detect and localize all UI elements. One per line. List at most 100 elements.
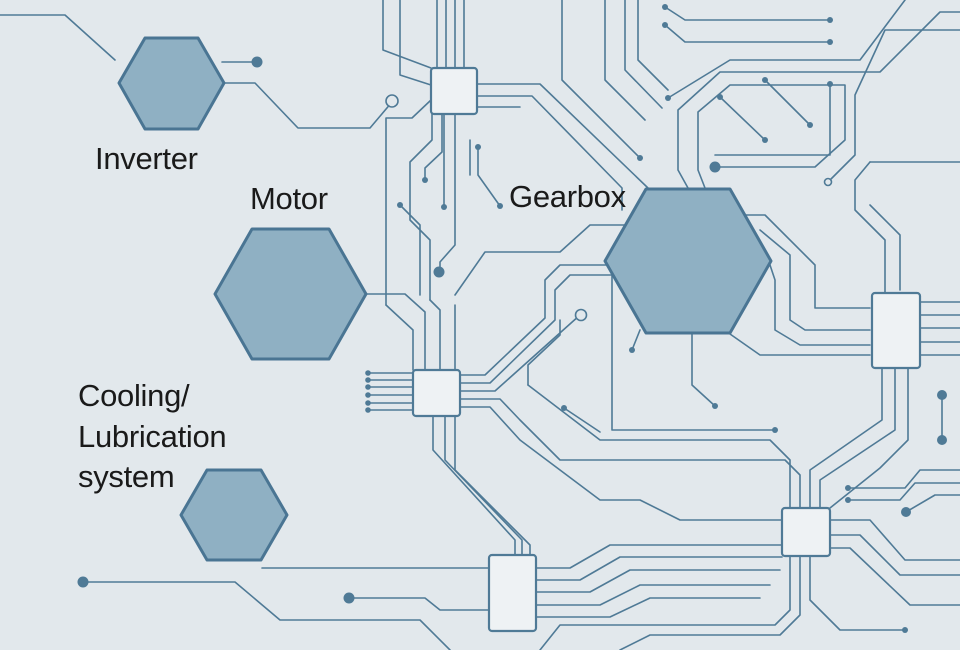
trace <box>348 597 491 611</box>
trace <box>432 414 516 556</box>
trace <box>829 547 960 606</box>
trace <box>764 79 811 126</box>
terminal-dot <box>772 427 778 433</box>
trace <box>561 0 641 159</box>
cooling-label-line3: system <box>78 459 175 494</box>
motor-hexagon <box>213 227 368 361</box>
trace <box>382 0 432 69</box>
cooling-lubrication-hexagon <box>179 468 289 562</box>
trace <box>847 469 960 489</box>
trace <box>819 367 896 509</box>
trace <box>604 0 646 121</box>
terminal-dot <box>251 56 263 68</box>
trace <box>854 161 886 293</box>
trace <box>631 329 641 351</box>
terminal-dot <box>665 95 671 101</box>
terminal-dot <box>827 81 833 87</box>
trace <box>847 482 960 501</box>
trace <box>527 384 791 509</box>
trace <box>809 367 883 509</box>
gearbox-label: Gearbox <box>509 179 626 214</box>
trace <box>399 0 432 86</box>
trace <box>624 0 663 109</box>
motor-label: Motor <box>250 181 328 216</box>
chip-lower-right <box>780 506 832 558</box>
trace <box>82 581 451 650</box>
trace <box>611 274 776 431</box>
terminal-dot <box>561 405 567 411</box>
trace <box>444 414 523 556</box>
terminal-dot <box>762 77 768 83</box>
terminal-dot <box>901 507 911 517</box>
trace <box>424 113 443 181</box>
terminal-dot <box>845 485 851 491</box>
terminal-dot <box>902 627 908 633</box>
trace <box>759 229 871 331</box>
trace <box>477 146 501 207</box>
trace <box>527 319 561 386</box>
chips <box>411 66 922 633</box>
trace <box>429 299 441 371</box>
inverter-hexagon <box>117 36 226 131</box>
trace <box>459 264 616 376</box>
cooling-label-line1: Cooling/ <box>78 378 190 413</box>
trace <box>729 333 871 356</box>
trace <box>454 414 531 556</box>
terminal-dot <box>709 161 721 173</box>
terminal-dot <box>762 137 768 143</box>
terminal-dot <box>343 592 355 604</box>
trace <box>534 569 781 593</box>
terminal-dot <box>629 347 635 353</box>
terminal-dot <box>365 407 371 413</box>
terminal-dot <box>433 266 445 278</box>
trace <box>719 96 766 141</box>
terminal-dot <box>441 204 447 210</box>
chip-top <box>429 66 479 116</box>
trace-terminals <box>77 4 947 633</box>
trace <box>476 83 649 189</box>
trace <box>714 83 831 156</box>
trace <box>667 0 906 99</box>
terminal-dot <box>397 202 403 208</box>
terminal-ring <box>385 94 399 108</box>
terminal-dot <box>637 155 643 161</box>
trace <box>385 304 414 371</box>
cooling-label-line2: Lubrication <box>78 419 227 454</box>
trace <box>534 544 783 569</box>
terminal-dot <box>365 377 371 383</box>
trace <box>905 494 960 513</box>
trace <box>827 29 960 183</box>
trace <box>534 556 783 581</box>
trace <box>459 314 581 392</box>
component-hexagons <box>117 36 773 562</box>
trace <box>534 597 761 618</box>
terminal-ring <box>574 308 588 322</box>
terminal-ring <box>823 177 833 187</box>
trace <box>399 204 421 296</box>
gearbox-hexagon <box>603 187 773 335</box>
terminal-dot <box>662 4 668 10</box>
terminal-dot <box>365 392 371 398</box>
terminal-dot <box>937 390 947 400</box>
trace <box>0 14 116 61</box>
trace <box>677 11 960 189</box>
trace <box>829 534 960 576</box>
terminal-dot <box>807 122 813 128</box>
trace <box>697 84 846 189</box>
inverter-label: Inverter <box>95 141 198 176</box>
trace <box>409 113 433 301</box>
terminal-dot <box>845 497 851 503</box>
terminal-dot <box>365 384 371 390</box>
trace <box>664 6 831 21</box>
trace <box>619 555 801 650</box>
trace <box>459 398 801 509</box>
terminal-dot <box>717 94 723 100</box>
chip-right <box>870 291 922 370</box>
trace <box>563 407 601 433</box>
terminal-dot <box>827 39 833 45</box>
trace <box>744 214 871 309</box>
trace <box>459 274 613 384</box>
